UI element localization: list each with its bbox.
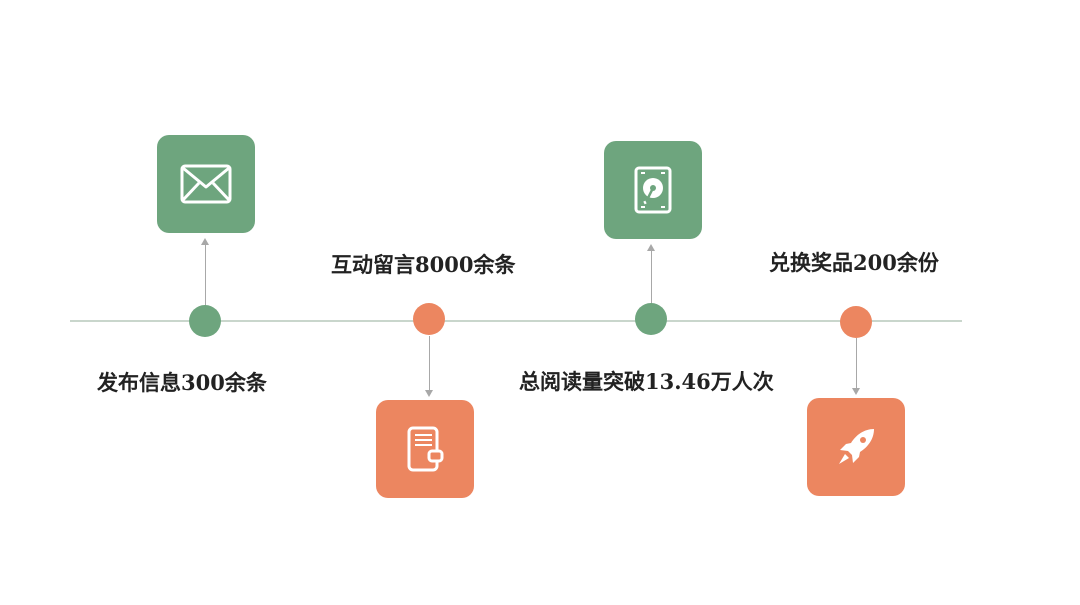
disk-drive-icon [634, 166, 672, 214]
milestone-3-dot [635, 303, 667, 335]
milestone-1-arrow [201, 238, 209, 245]
milestone-1-label: 发布信息300余条 [97, 370, 267, 395]
milestone-2-arrow [425, 390, 433, 397]
milestone-4-arrow [852, 388, 860, 395]
milestone-2-connector [429, 336, 430, 391]
timeline-axis [70, 320, 962, 322]
milestone-3-connector [651, 248, 652, 304]
milestone-1-connector [205, 242, 206, 306]
milestone-4-dot [840, 306, 872, 338]
envelope-icon [180, 164, 232, 204]
milestone-2-label: 互动留言8000余条 [331, 252, 516, 277]
milestone-4-connector [856, 338, 857, 389]
milestone-1-dot [189, 305, 221, 337]
notebook-icon [407, 426, 444, 472]
milestone-3-label: 总阅读量突破13.46万人次 [519, 369, 774, 394]
milestone-4-label: 兑换奖品200余份 [769, 250, 939, 275]
milestone-2-dot [413, 303, 445, 335]
rocket-icon [839, 429, 874, 464]
milestone-3-arrow [647, 244, 655, 251]
milestone-2-icon-box [376, 400, 474, 498]
milestone-4-icon-box [807, 398, 905, 496]
milestone-3-icon-box [604, 141, 702, 239]
milestone-1-icon-box [157, 135, 255, 233]
